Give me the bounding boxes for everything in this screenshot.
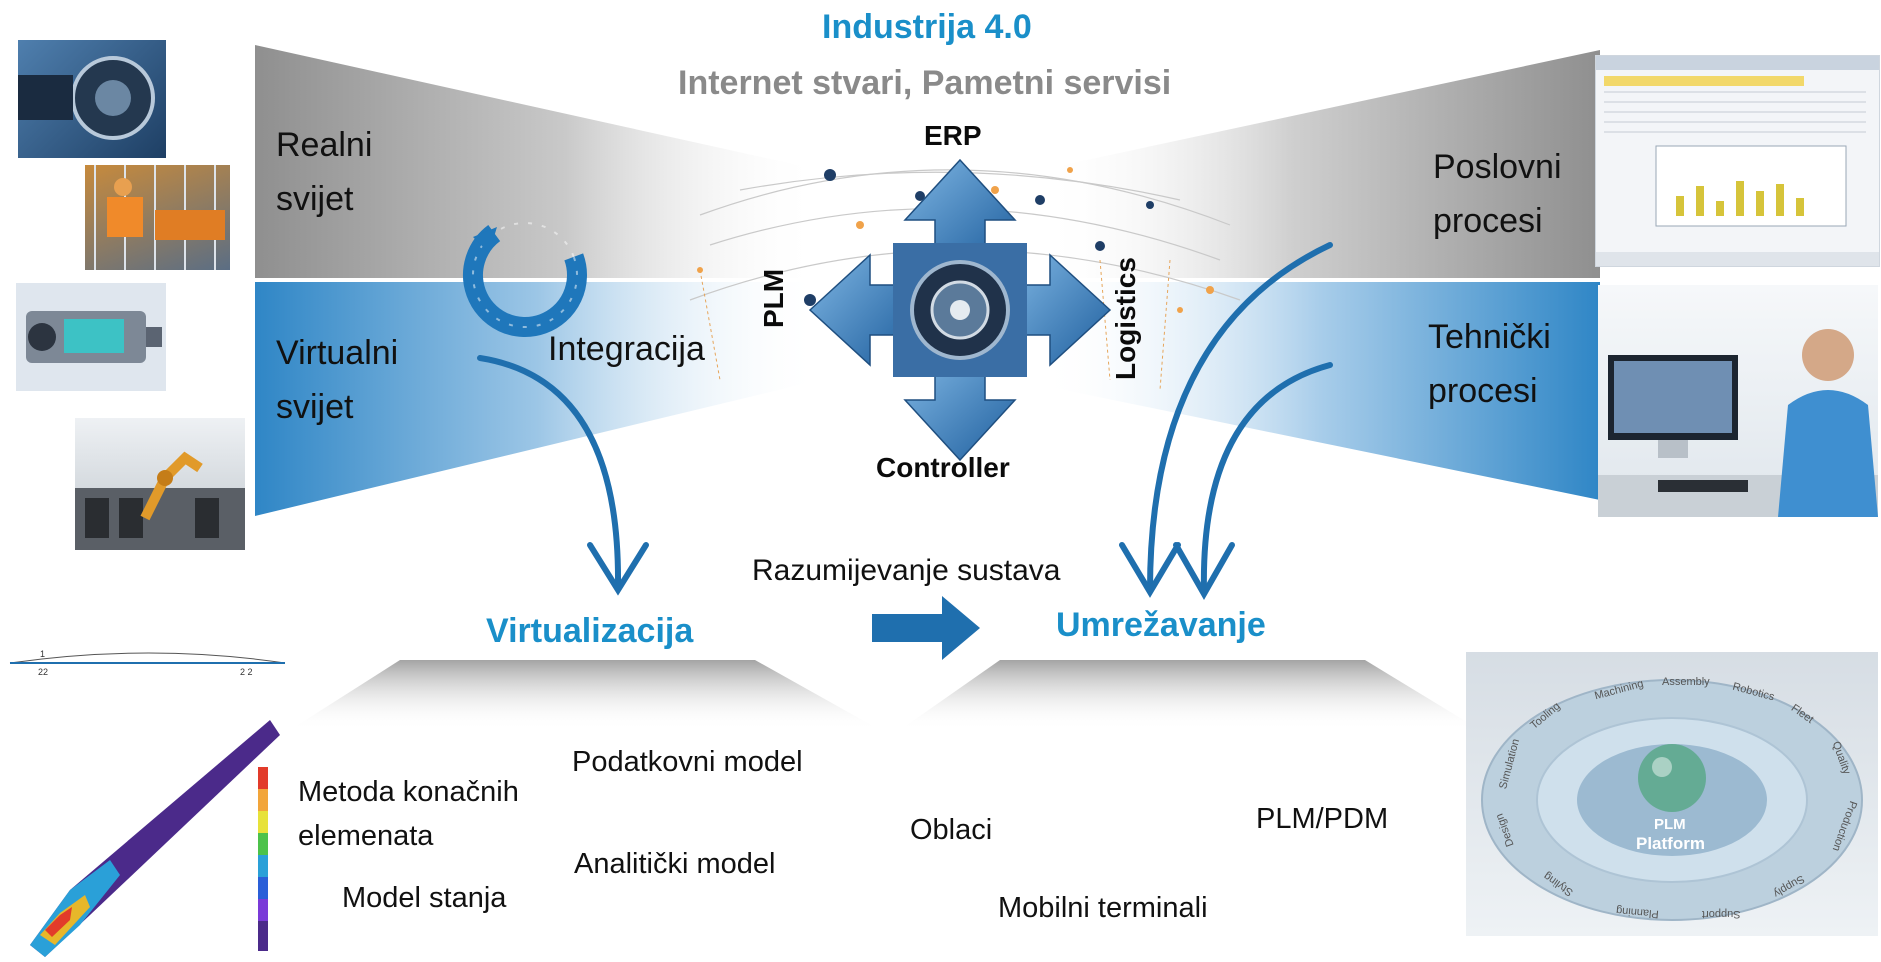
spindle-photo xyxy=(18,40,166,158)
clouds-label: Oblaci xyxy=(910,814,993,846)
robot-worker-photo xyxy=(85,165,230,270)
curve-to-networking-2 xyxy=(1200,362,1333,595)
business-processes-label: Poslovni procesi xyxy=(1433,140,1562,248)
real-world-line-1: Realni xyxy=(276,126,373,164)
virtual-world-label: Virtualni svijet xyxy=(276,326,398,434)
real-world-line-2: svijet xyxy=(276,180,354,218)
business-line-2: procesi xyxy=(1433,202,1543,240)
factory-robot-photo xyxy=(75,418,245,550)
technical-line-2: procesi xyxy=(1428,372,1538,410)
networking-label: Umrežavanje xyxy=(1056,606,1266,644)
understanding-arrow xyxy=(872,596,980,660)
erp-screenshot xyxy=(1595,55,1880,267)
plm-ring-label: Support xyxy=(1702,908,1741,920)
svg-text:2 2: 2 2 xyxy=(240,667,253,677)
integration-cycle-icon xyxy=(463,213,587,337)
color-scale-bar xyxy=(258,767,268,951)
technical-line-1: Tehnički xyxy=(1428,318,1551,356)
diagram-subtitle: Internet stvari, Pametni servisi xyxy=(678,64,1172,102)
fem-line-2: elemenata xyxy=(298,820,434,852)
plm-wheel-center-line-2: Platform xyxy=(1636,834,1705,853)
plm-wheel-center-line-1: PLM xyxy=(1654,816,1686,833)
business-line-1: Poslovni xyxy=(1433,148,1562,186)
fem-line-1: Metoda konačnih xyxy=(298,776,519,808)
curve-to-networking-1 xyxy=(1147,242,1333,593)
understanding-label: Razumijevanje sustava xyxy=(752,554,1061,587)
mobile-terminals-label: Mobilni terminali xyxy=(998,892,1208,924)
engineer-workstation-photo xyxy=(1598,285,1878,517)
analytic-model-label: Analitički model xyxy=(574,848,776,880)
fem-model-graphic: 1 22 2 2 xyxy=(9,649,286,957)
virtualization-label: Virtualizacija xyxy=(486,612,694,650)
virtual-world-line-2: svijet xyxy=(276,388,354,426)
erp-label: ERP xyxy=(924,120,982,151)
svg-text:1: 1 xyxy=(40,649,45,659)
plm-pdm-label: PLM/PDM xyxy=(1256,803,1389,835)
svg-text:22: 22 xyxy=(38,667,48,677)
integration-label: Integracija xyxy=(548,330,705,368)
plm-ring-label: Assembly xyxy=(1662,676,1710,688)
state-model-label: Model stanja xyxy=(342,882,507,914)
fem-label: Metoda konačnih elemenata xyxy=(298,770,519,858)
plm-platform-wheel: PLM Platform Tooling Machining Assembly … xyxy=(1466,652,1878,936)
controller-label: Controller xyxy=(876,452,1010,483)
cross-arrows-graphic xyxy=(808,158,1112,462)
machine-cutaway-photo xyxy=(16,283,166,391)
diagram-title: Industrija 4.0 xyxy=(822,8,1032,46)
curve-to-virtualization xyxy=(477,355,622,588)
technical-processes-label: Tehnički procesi xyxy=(1428,310,1551,418)
data-model-label: Podatkovni model xyxy=(572,746,803,778)
real-world-label: Realni svijet xyxy=(276,118,372,226)
virtual-world-line-1: Virtualni xyxy=(276,334,399,372)
